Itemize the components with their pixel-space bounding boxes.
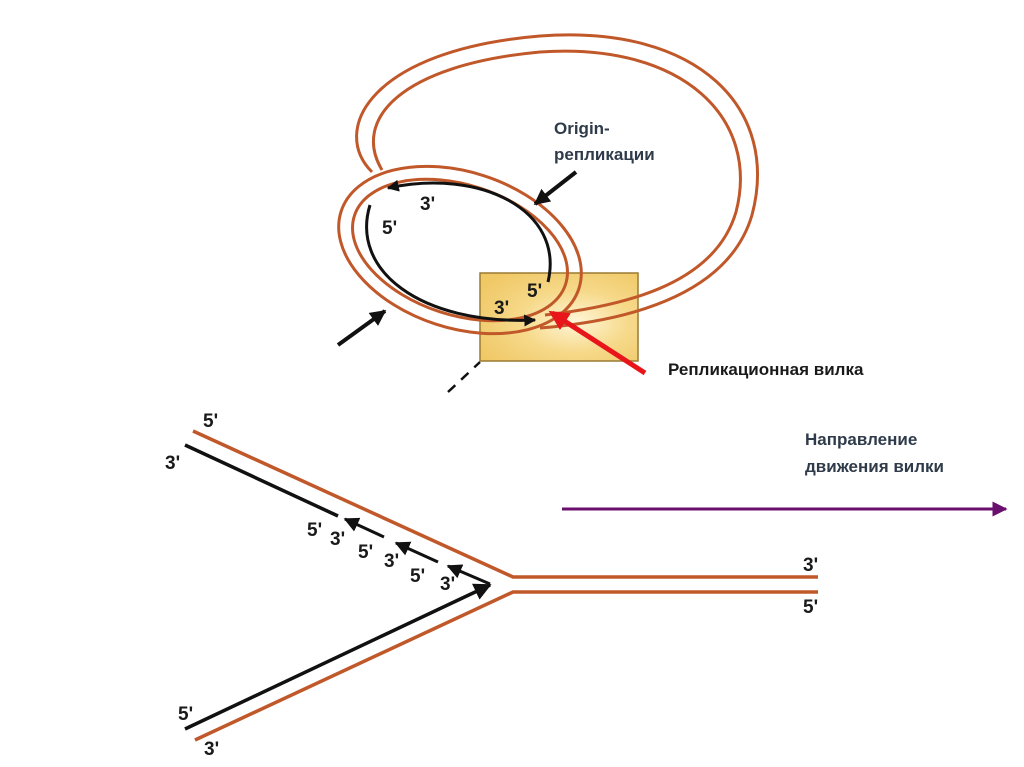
okazaki-label-3c: 3': [440, 574, 455, 595]
lower-arm-3-label: 3': [204, 739, 219, 760]
right-3-label: 3': [803, 555, 818, 576]
fork-lower-parental-strand: [195, 592, 818, 740]
new-strand-upper: [388, 183, 550, 282]
direction-label-line2: движения вилки: [805, 457, 944, 476]
okazaki-label-5a: 5': [307, 520, 322, 541]
leading-strand: [185, 585, 490, 729]
circular-chromosome: 3' 5' 5' 3' Origin- репликации Репликаци…: [317, 35, 864, 392]
okazaki-fragment-1: [345, 519, 384, 537]
origin-label-line2: репликации: [554, 145, 655, 164]
upper-arm-5-label: 5': [203, 411, 218, 432]
bubble-label-left-5: 5': [382, 218, 397, 239]
right-5-label: 5': [803, 597, 818, 618]
direction-label-line1: Направление: [805, 430, 917, 449]
bubble-label-upper-3: 3': [420, 194, 435, 215]
fork-label: Репликационная вилка: [668, 360, 864, 379]
replication-fork: 5' 3' 5' 3' 5' 3' 5' 3' 3' 5' 5' 3' Напр…: [165, 411, 1006, 760]
upper-arm-3-label: 3': [165, 453, 180, 474]
origin-label-line1: Origin-: [554, 119, 610, 138]
bubble-label-box-5: 5': [527, 281, 542, 302]
okazaki-label-5b: 5': [358, 542, 373, 563]
okazaki-label-3b: 3': [384, 551, 399, 572]
okazaki-label-5c: 5': [410, 566, 425, 587]
okazaki-label-3a: 3': [330, 529, 345, 550]
okazaki-fragment-2: [396, 543, 438, 562]
dashed-guide: [448, 362, 480, 392]
bubble-label-box-3: 3': [494, 298, 509, 319]
fork-upper-parental-strand: [193, 431, 818, 577]
origin-arrow-upper: [535, 172, 576, 204]
lower-arm-5-label: 5': [178, 704, 193, 725]
origin-arrow-lower: [338, 311, 385, 345]
upper-template-strand: [185, 445, 338, 516]
